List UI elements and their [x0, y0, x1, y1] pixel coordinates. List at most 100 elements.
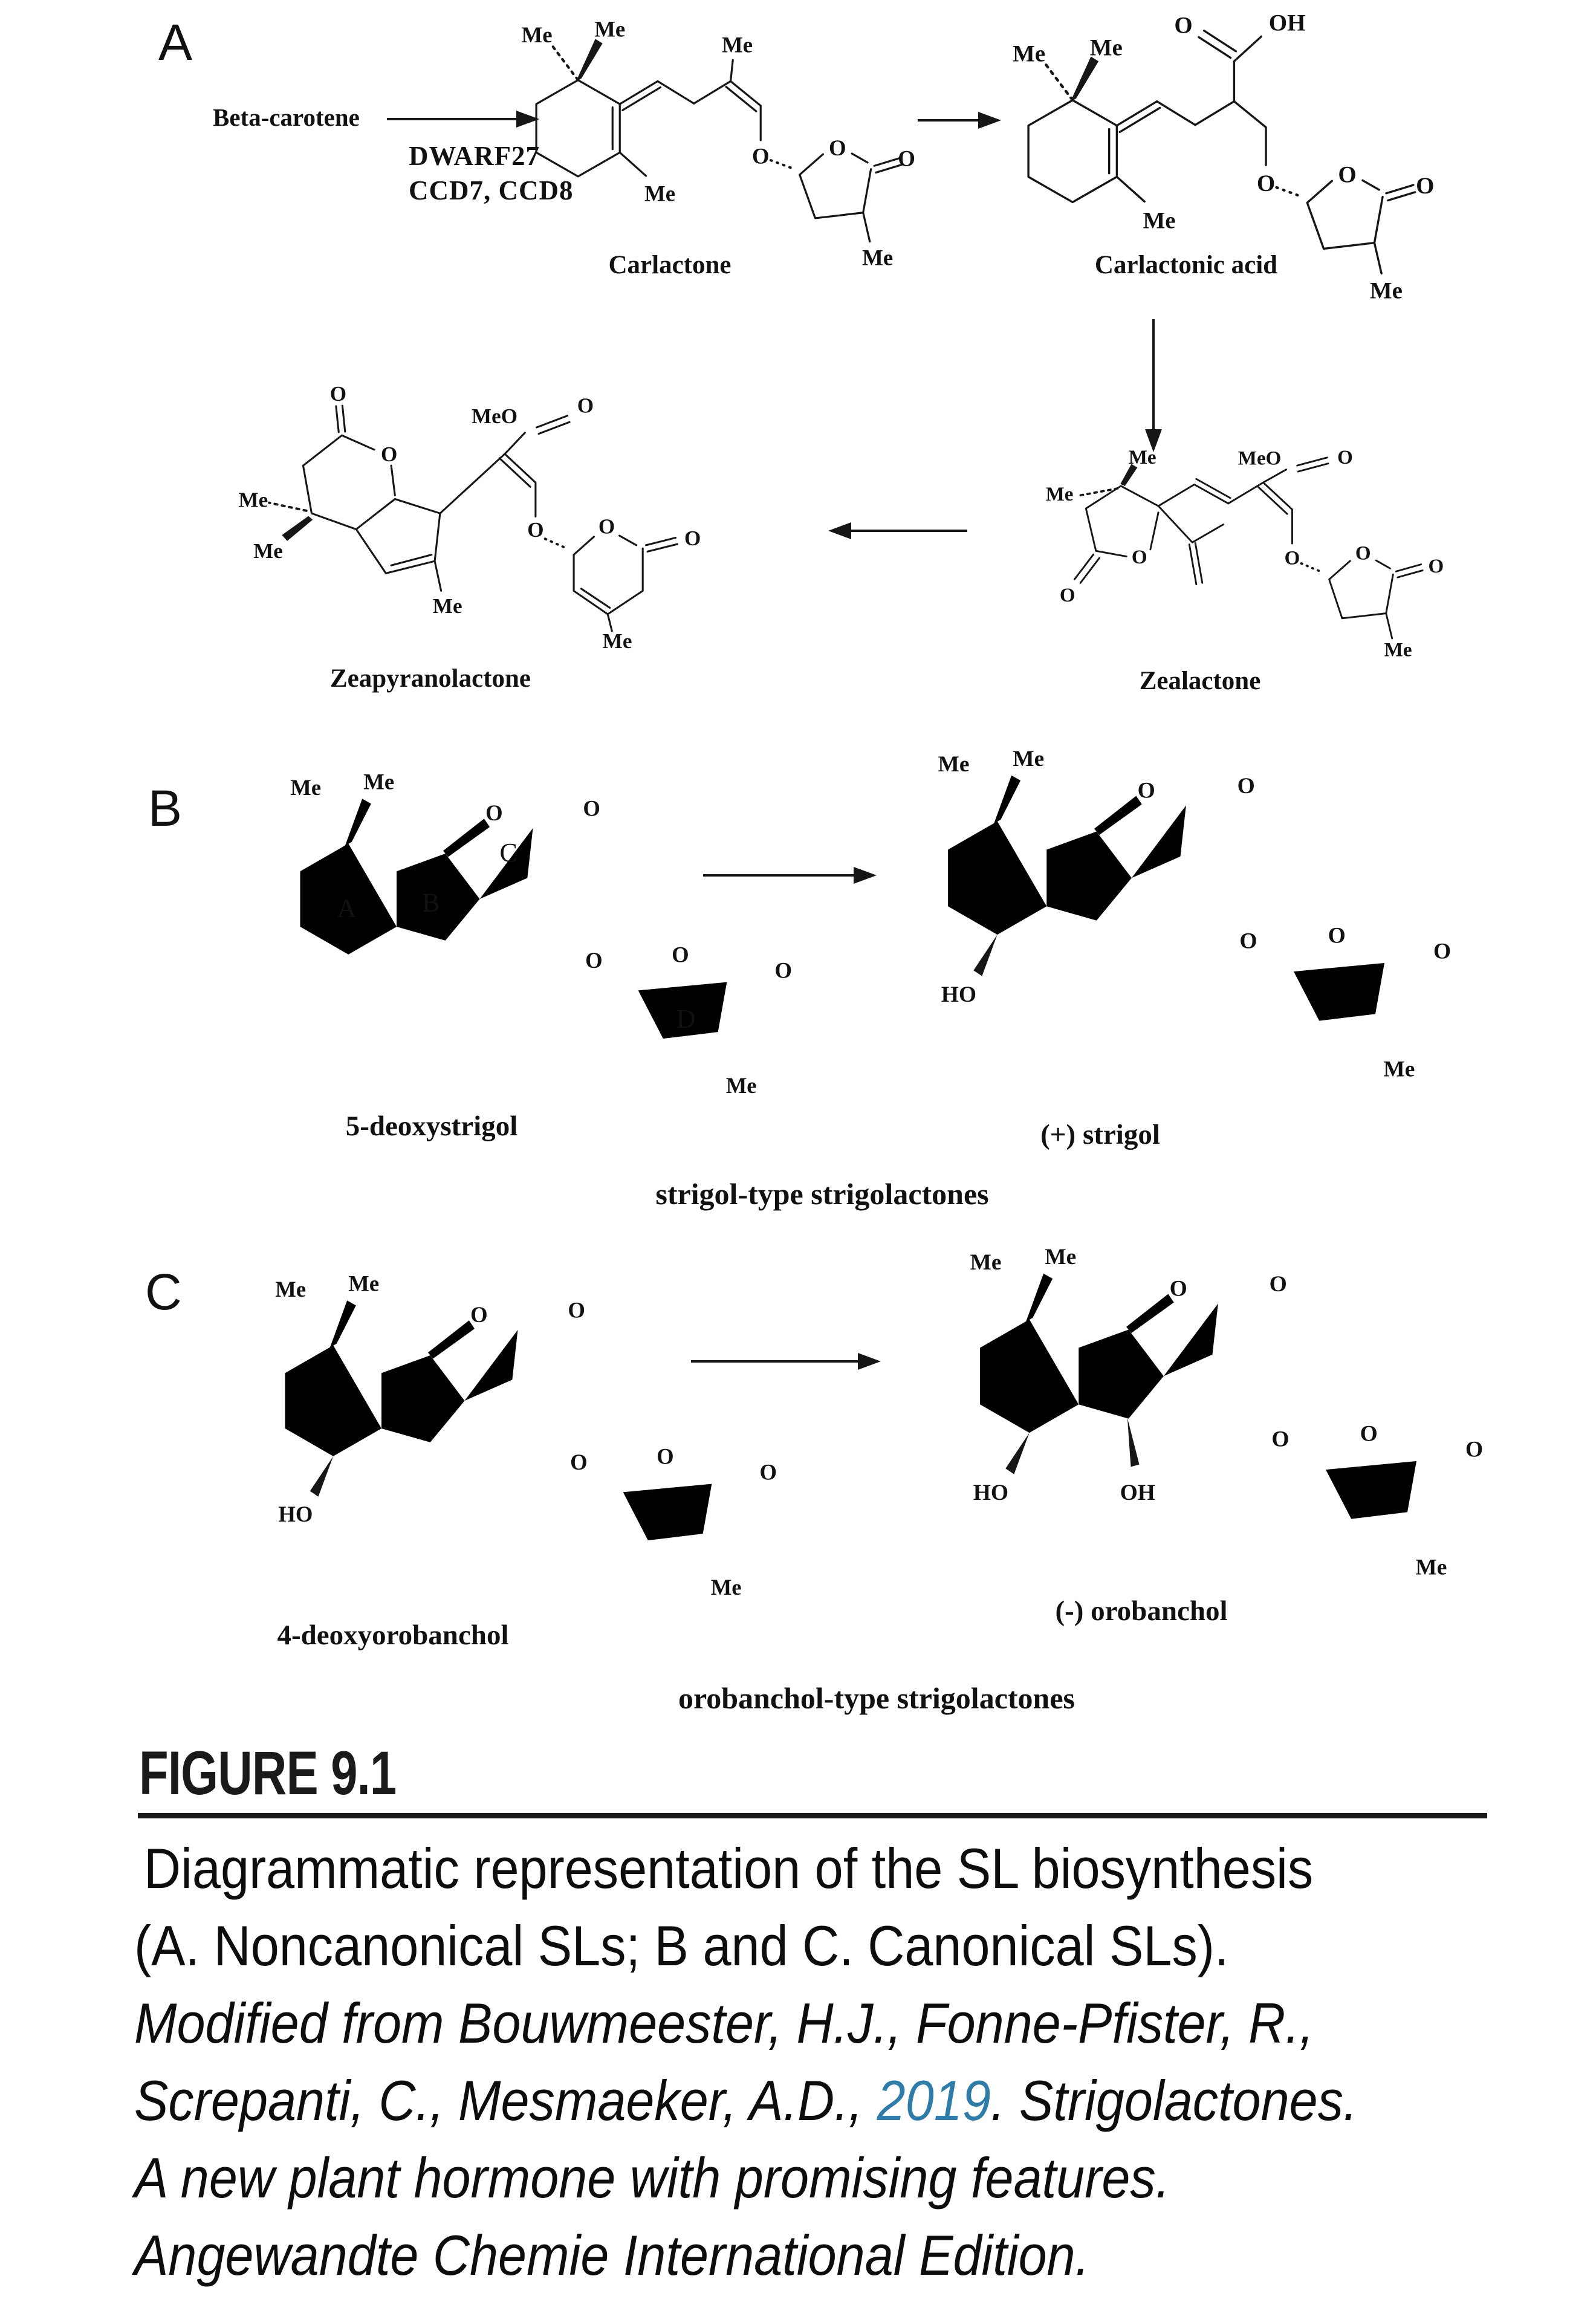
enzyme-ccd7-ccd8: CCD7, CCD8 [409, 175, 574, 206]
methyl-label: Me [1384, 640, 1412, 661]
methoxy-label: MeO [1238, 447, 1282, 469]
oxygen-label: O [568, 1298, 585, 1323]
beta-carotene-label: Beta-carotene [213, 103, 360, 131]
methyl-label: Me [348, 1271, 379, 1296]
oxygen-label: O [485, 800, 503, 825]
methyl-label: Me [1143, 207, 1176, 233]
oxygen-label: O [577, 394, 594, 417]
panel-b-label: B [148, 780, 183, 837]
oxygen-label: O [1433, 939, 1451, 964]
oxygen-label: O [583, 796, 600, 821]
caption-source-text: Screpanti, C., Mesmaeker, A.D., [134, 2069, 877, 2132]
caption-line-3: Modified from Bouwmeester, H.J., Fonne-P… [134, 1991, 1314, 2055]
methyl-label: Me [644, 181, 675, 206]
methyl-label: Me [1370, 277, 1403, 303]
oxygen-label: O [1416, 173, 1434, 199]
hydroxyl-label: OH [1120, 1480, 1155, 1505]
oxygen-label: O [1238, 774, 1255, 799]
methyl-label: Me [1013, 41, 1045, 66]
enzyme-dwarf27: DWARF27 [409, 141, 540, 171]
oxygen-label: O [1338, 161, 1356, 187]
methyl-label: Me [363, 770, 394, 794]
oxygen-label: O [1060, 585, 1075, 606]
methyl-label: Me [722, 32, 753, 57]
methyl-label: Me [862, 245, 893, 270]
panel-c-label: C [145, 1263, 182, 1320]
hydroxyl-label: HO [941, 982, 976, 1007]
hydroxyl-label: OH [1269, 10, 1306, 36]
oxygen-label: O [1239, 929, 1257, 954]
compound-name-5-deoxystrigol: 5-deoxystrigol [345, 1110, 518, 1142]
oxygen-label: O [1138, 778, 1155, 803]
methyl-label: Me [1046, 484, 1074, 505]
methyl-label: Me [239, 488, 268, 512]
oxygen-label: O [585, 948, 603, 973]
caption-divider [138, 1813, 1487, 1818]
oxygen-label: O [684, 527, 701, 550]
ring-a-letter: A [337, 893, 357, 922]
citation-year-link[interactable]: 2019 [877, 2069, 991, 2132]
strigol-type-group-label: strigol-type strigolactones [655, 1177, 989, 1211]
oxygen-label: O [1337, 447, 1353, 469]
arrow-zealactone-to-zeapyranolactone [828, 522, 967, 539]
caption-line-1: Diagrammatic representation of the SL bi… [144, 1837, 1314, 1900]
oxygen-label: O [1465, 1438, 1483, 1462]
caption-line-6: Angewandte Chemie International Edition. [134, 2223, 1090, 2287]
oxygen-label: O [598, 515, 615, 539]
caption-line-5: A new plant hormone with promising featu… [134, 2146, 1170, 2210]
oxygen-label: O [752, 144, 770, 169]
figure-number: FIGURE 9.1 [139, 1739, 397, 1808]
arrow-carlactonic-acid-to-zealactone [1145, 319, 1162, 452]
methyl-label: Me [521, 22, 552, 47]
methyl-label: Me [1090, 35, 1123, 61]
panel-a-label: A [158, 14, 193, 71]
methyl-label: Me [970, 1250, 1001, 1275]
oxygen-label: O [570, 1450, 588, 1474]
enzyme-labels: DWARF27 CCD7, CCD8 [409, 139, 574, 208]
compound-name-minus-orobanchol: (-) orobanchol [1055, 1595, 1228, 1627]
oxygen-label: O [1360, 1421, 1378, 1446]
hydroxyl-label: HO [973, 1480, 1008, 1505]
oxygen-label: O [381, 443, 397, 466]
oxygen-label: O [1174, 13, 1192, 39]
oxygen-label: O [829, 135, 846, 160]
oxygen-label: O [1429, 556, 1444, 577]
oxygen-label: O [330, 382, 346, 406]
oxygen-label: O [1257, 170, 1275, 196]
oxygen-label: O [1355, 542, 1371, 564]
oxygen-label: O [1285, 548, 1300, 569]
oxygen-label: O [527, 518, 543, 542]
methyl-label: Me [433, 594, 462, 618]
oxygen-label: O [775, 958, 793, 982]
oxygen-label: O [672, 942, 689, 967]
oxygen-label: O [470, 1302, 488, 1327]
methyl-label: Me [711, 1575, 742, 1600]
oxygen-label: O [1270, 1272, 1287, 1297]
caption-source-text: . Strigolactones. [990, 2069, 1358, 2132]
compound-name-carlactonic-acid: Carlactonic acid [1094, 251, 1278, 279]
methoxy-label: MeO [472, 404, 517, 428]
hydroxyl-label: HO [278, 1502, 313, 1526]
orobanchol-type-group-label: orobanchol-type strigolactones [678, 1681, 1075, 1715]
methyl-label: Me [253, 539, 283, 563]
methyl-label: Me [726, 1073, 757, 1098]
compound-name-plus-strigol: (+) strigol [1040, 1119, 1160, 1150]
oxygen-label: O [1132, 546, 1147, 568]
methyl-label: Me [594, 17, 625, 42]
methyl-label: Me [290, 775, 321, 800]
oxygen-label: O [1328, 923, 1346, 948]
oxygen-label: O [898, 146, 915, 170]
compound-name-carlactone: Carlactone [608, 251, 731, 279]
methyl-label: Me [1013, 747, 1044, 771]
methyl-label: Me [1415, 1555, 1447, 1580]
methyl-label: Me [1045, 1245, 1076, 1269]
methyl-label: Me [1383, 1057, 1415, 1082]
oxygen-label: O [1170, 1276, 1187, 1301]
